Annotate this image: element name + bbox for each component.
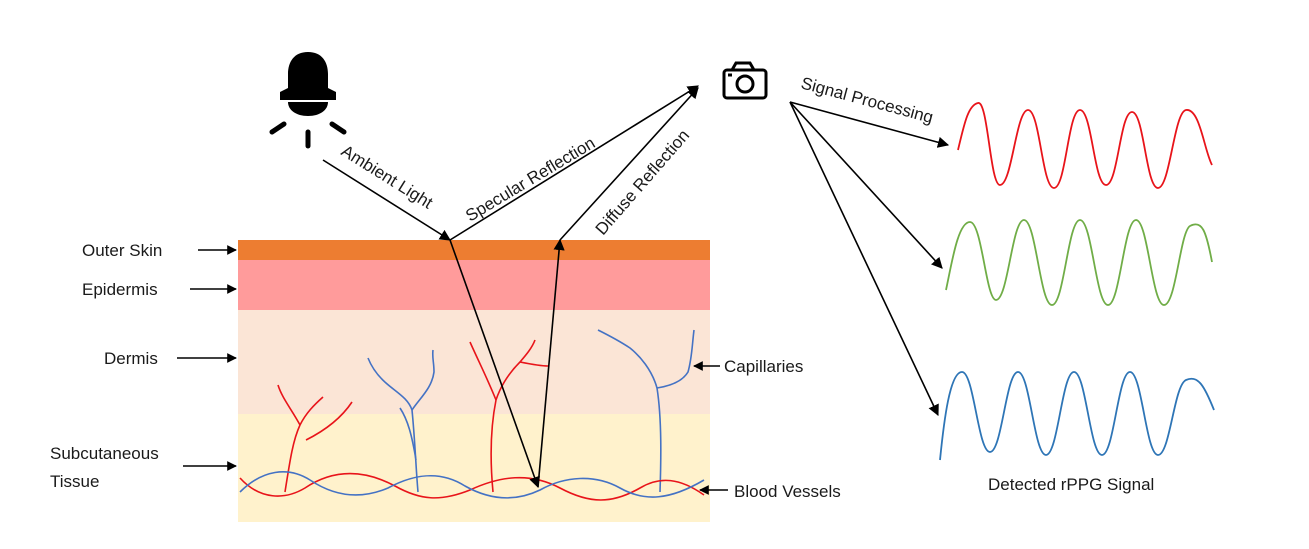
dermis-label: Dermis [104,349,158,368]
signal-processing-label: Signal Processing [799,74,935,128]
ambient-light-label: Ambient Light [338,141,436,212]
light-paths [322,85,950,489]
dermis-layer [238,310,710,414]
detected-signal-label: Detected rPPG Signal [988,475,1154,494]
specular-reflection-label: Specular Reflection [462,133,598,225]
outer-skin-layer [238,240,710,260]
epidermis-label: Epidermis [82,280,158,299]
subcutaneous-layer [238,414,710,522]
blood-vessels-label: Blood Vessels [734,482,841,501]
epidermis-layer [238,260,710,310]
outer-skin-label: Outer Skin [82,241,162,260]
signal-arrow-red [789,101,950,148]
lamp-icon [269,52,347,149]
subcutaneous-label: Subcutaneous [50,444,159,463]
penetration-arrow [449,239,540,489]
diffuse-reflection-arrow [559,87,699,241]
label-pointers [177,245,728,495]
signal-wave-blue [939,371,1215,461]
specular-reflection-arrow [449,85,699,241]
camera-icon [722,61,768,100]
signal-arrow-green [789,101,943,269]
signal-wave-green [945,219,1213,306]
red-capillaries [277,339,549,493]
red-blood-vessel [239,472,705,501]
diffuse-up-arrow [537,238,565,488]
signal-arrow-blue [789,101,939,417]
blue-blood-vessel [239,471,705,499]
tissue-label: Tissue [50,472,99,491]
ambient-light-arrow [322,159,451,241]
blue-capillaries [367,329,695,493]
capillaries-label: Capillaries [724,357,803,376]
signal-wave-red [957,102,1213,189]
